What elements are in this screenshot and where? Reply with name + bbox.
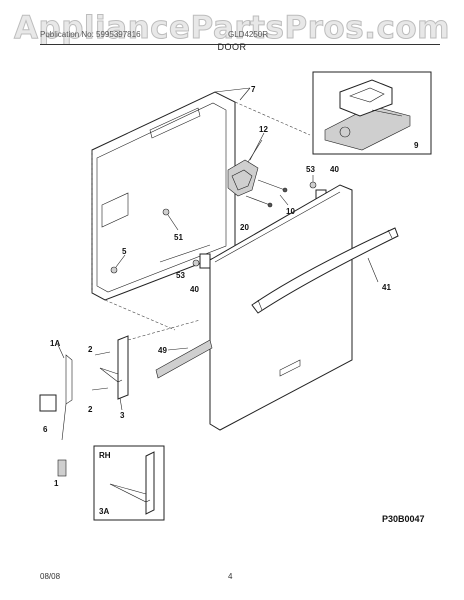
- watermark: AppliancePartsPros.com: [14, 10, 450, 47]
- callout-53-upper: 53: [306, 165, 315, 174]
- inset-detail-9: [312, 71, 432, 155]
- footer-date: 08/08: [40, 572, 61, 581]
- callout-10: 10: [286, 207, 295, 216]
- publication-number: Publication No: 5995397816: [40, 30, 141, 39]
- section-title: DOOR: [217, 42, 247, 52]
- callout-53-lower: 53: [176, 271, 185, 280]
- hinge-assembly: [39, 319, 213, 477]
- inner-door-liner: [91, 87, 311, 331]
- detergent-dispenser: [227, 139, 288, 208]
- callout-6: 6: [43, 425, 48, 434]
- callout-41: 41: [382, 283, 391, 292]
- callout-2-lower: 2: [88, 405, 93, 414]
- callout-12: 12: [259, 125, 268, 134]
- diagram-id: P30B0047: [382, 514, 425, 524]
- callout-5: 5: [122, 247, 127, 256]
- callout-51: 51: [174, 233, 183, 242]
- callout-RH: RH: [99, 451, 111, 460]
- callout-3: 3: [120, 411, 125, 420]
- leader-lines: [57, 87, 379, 411]
- callout-9: 9: [414, 141, 419, 150]
- door-handle: [251, 227, 399, 314]
- callout-3A: 3A: [99, 507, 109, 516]
- callout-1A: 1A: [50, 339, 60, 348]
- callout-49: 49: [158, 346, 167, 355]
- callout-2-upper: 2: [88, 345, 93, 354]
- inset-detail-rh: [93, 445, 165, 521]
- callout-40-lower: 40: [190, 285, 199, 294]
- outer-door-panel: [192, 184, 353, 431]
- callout-1: 1: [54, 479, 59, 488]
- footer-page-number: 4: [228, 572, 233, 581]
- callout-7: 7: [251, 85, 256, 94]
- model-number: GLD4250R: [228, 30, 269, 39]
- callout-40-upper: 40: [330, 165, 339, 174]
- callout-20: 20: [240, 223, 249, 232]
- header-rule: [40, 44, 440, 45]
